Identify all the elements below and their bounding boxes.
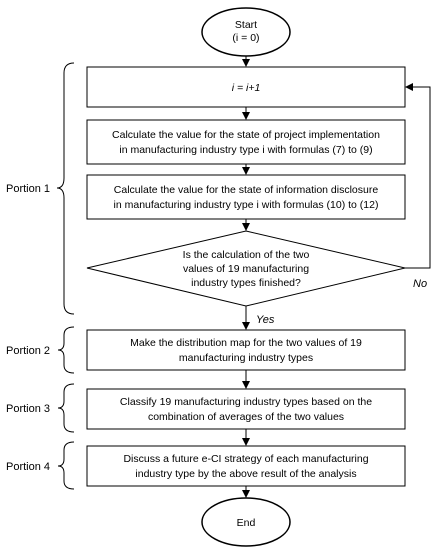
portion-2-label: Portion 2 <box>6 345 50 357</box>
classify-line2: combination of averages of the two value… <box>148 411 344 423</box>
decision-node: Is the calculation of the two values of … <box>86 230 406 307</box>
calc-project-step: Calculate the value for the state of pro… <box>86 119 406 165</box>
calc-disclosure-line1: Calculate the value for the state of inf… <box>114 184 379 196</box>
distribution-line2: manufacturing industry types <box>179 352 313 364</box>
classify-line1: Classify 19 manufacturing industry types… <box>120 396 372 408</box>
decision-line3: industry types finished? <box>191 277 301 289</box>
calc-project-line2: in manufacturing industry type i with fo… <box>119 144 372 156</box>
portion-3-label: Portion 3 <box>6 403 50 415</box>
decision-line2: values of 19 manufacturing <box>183 263 309 275</box>
increment-step: i = i+1 <box>86 66 406 108</box>
no-label: No <box>413 278 427 290</box>
distribution-line1: Make the distribution map for the two va… <box>130 337 362 349</box>
distribution-step: Make the distribution map for the two va… <box>86 329 406 371</box>
discuss-line2: industry type by the above result of the… <box>135 468 356 480</box>
calc-project-line1: Calculate the value for the state of pro… <box>112 129 380 141</box>
discuss-line1: Discuss a future e-CI strategy of each m… <box>123 453 368 465</box>
portion-4-label: Portion 4 <box>6 461 50 473</box>
start-node: Start (i = 0) <box>201 7 291 57</box>
no-loop-connector <box>405 83 431 269</box>
discuss-step: Discuss a future e-CI strategy of each m… <box>86 445 406 487</box>
decision-line1: Is the calculation of the two <box>183 249 310 261</box>
increment-label: i = i+1 <box>232 82 261 94</box>
end-node: End <box>201 497 291 547</box>
start-label: Start <box>235 19 257 31</box>
portion-2-bracket: Portion 2 <box>6 326 75 374</box>
yes-label: Yes <box>256 314 275 326</box>
end-label: End <box>237 517 256 529</box>
start-init-label: (i = 0) <box>232 32 259 44</box>
portion-3-bracket: Portion 3 <box>6 383 75 433</box>
calc-disclosure-line2: in manufacturing industry type i with fo… <box>114 199 379 211</box>
calc-disclosure-step: Calculate the value for the state of inf… <box>86 174 406 220</box>
portion-4-bracket: Portion 4 <box>6 441 75 490</box>
portion-1-bracket: Portion 1 <box>6 62 75 315</box>
portion-1-label: Portion 1 <box>6 183 50 195</box>
classify-step: Classify 19 manufacturing industry types… <box>86 388 406 430</box>
